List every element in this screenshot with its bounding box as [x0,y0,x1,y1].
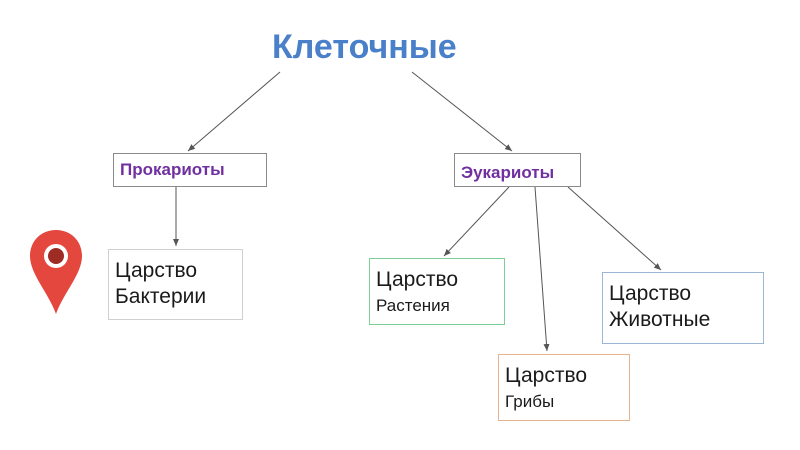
kingdom-bacteria-line2: Бактерии [115,285,207,308]
kingdom-plants-box: Царство Растения [369,258,505,325]
arrow-to-fungi [534,186,550,352]
arrow-to-prokaryotes [187,71,281,152]
kingdom-animals-box: Царство Животные [602,272,764,344]
diagram-title: Клеточные [272,28,457,66]
kingdom-animals-line1: Царство [609,282,692,305]
arrow-to-plants [443,186,510,257]
map-pin-icon [30,230,82,314]
eukaryotes-box: Эукариоты [454,153,581,187]
prokaryotes-box: Прокариоты [113,153,267,187]
kingdom-fungi-line1: Царство [505,364,588,387]
kingdom-fungi-line2: Грибы [505,392,555,411]
arrow-to-animals [567,186,662,271]
kingdom-plants-line2: Растения [376,296,450,315]
kingdom-bacteria-box: Царство Бактерии [108,249,243,320]
arrow-to-eukaryotes [411,71,513,152]
kingdom-fungi-box: Царство Грибы [498,354,630,421]
kingdom-bacteria-line1: Царство [115,259,198,282]
kingdom-animals-line2: Животные [609,308,711,331]
kingdom-plants-line1: Царство [376,268,459,291]
